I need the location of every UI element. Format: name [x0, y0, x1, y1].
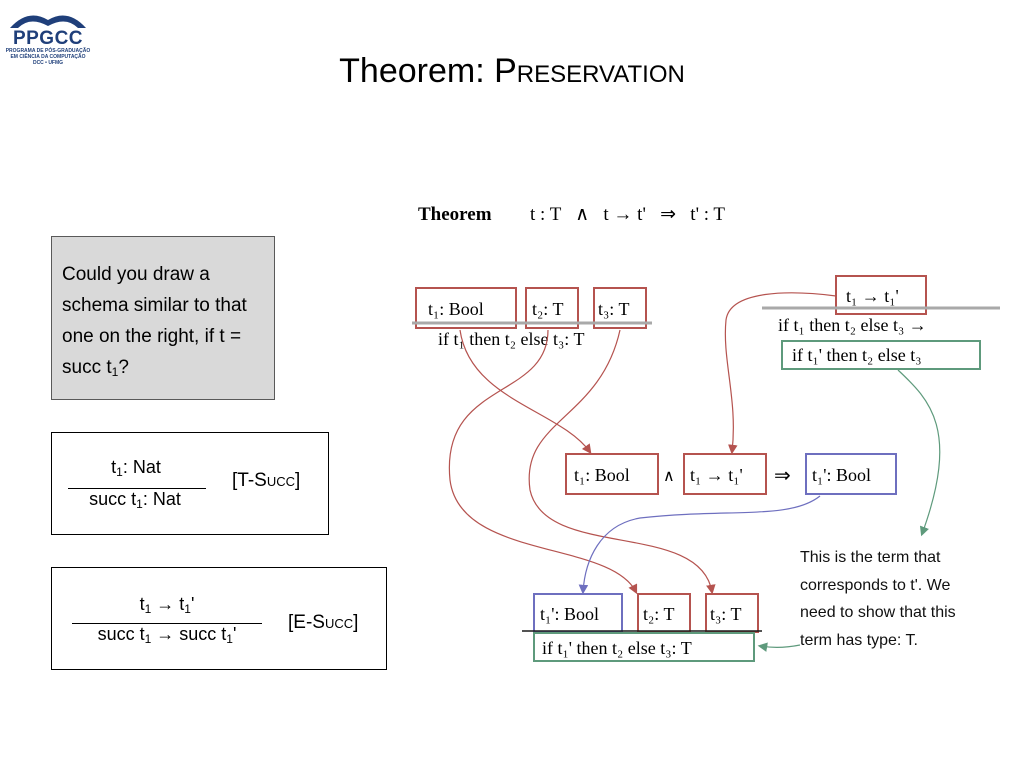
rule-e-succ-box: t1 → t1' succ t1 → succ t1' [E-Succ] — [51, 567, 387, 670]
lemma-box — [805, 453, 897, 495]
theorem-statement: t : T ∧ t → t' ⇒ t' : T — [530, 204, 725, 225]
premise-text: t₁ → t₁' — [846, 286, 899, 306]
rule-name: [T-Succ] — [232, 470, 301, 491]
title-prefix: Theorem: — [339, 52, 495, 90]
and-symbol: ∧ — [663, 468, 675, 485]
rule-name: [E-Succ] — [288, 612, 359, 633]
rule-premise: t1 → t1' — [139, 594, 195, 616]
conclusion-box — [533, 632, 755, 662]
premise-box — [593, 287, 647, 329]
logo-subtitle-line: EM CIÊNCIA DA COMPUTAÇÃO — [10, 54, 86, 60]
connector-arrow — [724, 292, 837, 455]
lemma-text: t₁': Bool — [812, 465, 871, 485]
question-box: Could you draw a schema similar to that … — [51, 236, 275, 400]
lemma-box — [683, 453, 767, 495]
premise-box — [835, 275, 927, 315]
rule-premise: t1: Nat — [111, 457, 161, 479]
conclusion-text: if t₁ then t₂ else t₃ → — [778, 315, 927, 335]
question-text: Could you draw a schema similar to that … — [62, 264, 247, 379]
premise-text: t₂: T — [643, 604, 674, 624]
result-box — [781, 340, 981, 370]
rule-conclusion: succ t1 → succ t1' — [97, 624, 237, 646]
diagram-note: This is the term that corresponds to t'.… — [800, 549, 956, 649]
connector-arrow — [757, 642, 801, 652]
connector-arrow — [459, 329, 592, 454]
logo-name: PPGCC — [12, 28, 84, 49]
lemma-box — [565, 453, 659, 495]
theorem-word: Theorem — [418, 204, 492, 225]
rule-t-succ-box: t1: Nat succ t1: Nat [T-Succ] — [51, 432, 329, 535]
premise-text: t₁: Bool — [428, 299, 484, 319]
premise-text: t₂: T — [532, 299, 563, 319]
connector-arrow — [578, 495, 821, 595]
connector-arrow — [448, 329, 638, 595]
conclusion-text: if t₁' then t₂ else t₃: T — [542, 638, 692, 658]
connector-arrow — [897, 369, 941, 537]
implies-symbol: ⇒ — [774, 465, 791, 487]
rule-conclusion: succ t1: Nat — [89, 489, 181, 511]
logo-subtitle-line: DCC • UFMG — [32, 60, 64, 66]
slide-title: Theorem: Preservation — [0, 52, 1024, 91]
lemma-text: t₁ → t₁' — [690, 465, 743, 485]
connector-arrow — [528, 329, 716, 595]
premise-text: t₃: T — [710, 604, 741, 624]
premise-text: t₁': Bool — [540, 604, 599, 624]
logo-subtitle-line: PROGRAMA DE PÓS-GRADUAÇÃO — [5, 48, 91, 54]
premise-text: t₃: T — [598, 299, 629, 319]
rule-divider — [72, 623, 262, 624]
premise-box — [525, 287, 579, 329]
logo-wave-icon — [10, 15, 86, 28]
title-name: Preservation — [494, 52, 685, 90]
result-text: if t₁' then t₂ else t₃ — [792, 345, 922, 365]
lemma-text: t₁: Bool — [574, 465, 630, 485]
rule-divider — [68, 488, 206, 489]
premise-box — [415, 287, 517, 329]
